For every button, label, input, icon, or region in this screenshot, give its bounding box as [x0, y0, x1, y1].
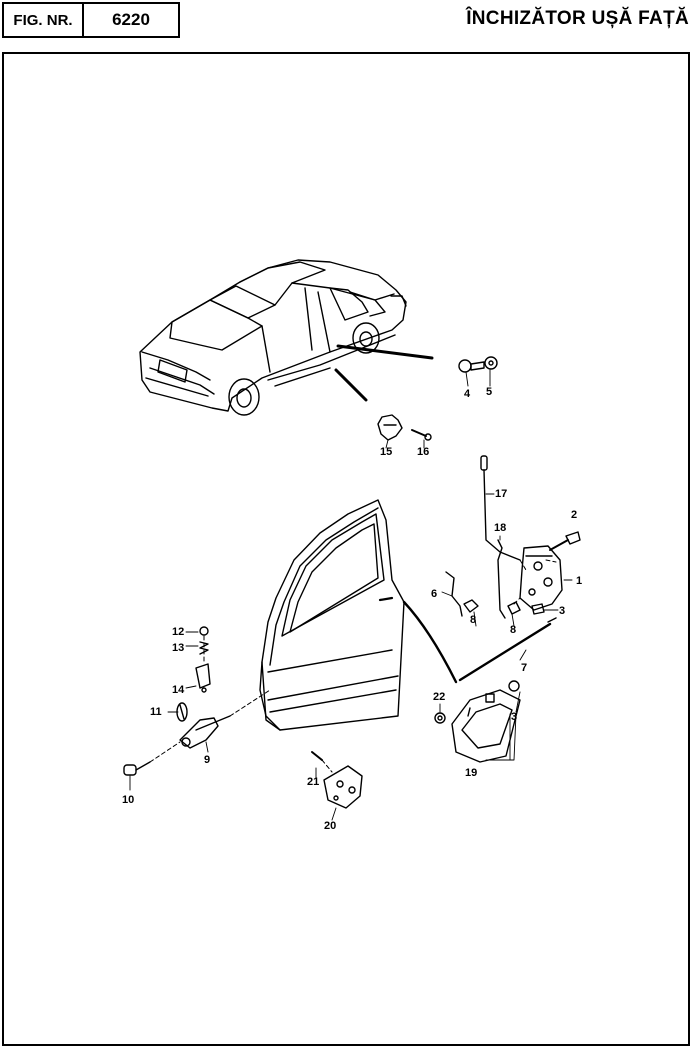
part-5-washer	[484, 356, 498, 370]
fig-label: FIG. NR.	[4, 4, 84, 36]
part-16-screw	[411, 429, 432, 441]
callout-16: 16	[417, 446, 429, 458]
callout-3-upper: 3	[559, 605, 565, 617]
part-3-clip-upper	[531, 603, 545, 615]
callout-1: 1	[576, 575, 582, 587]
callout-5: 5	[486, 386, 492, 398]
part-18-rod	[497, 539, 506, 619]
callout-13: 13	[172, 642, 184, 654]
callout-15: 15	[380, 446, 392, 458]
callout-11: 11	[150, 706, 162, 718]
part-19-inner-handle	[451, 689, 521, 763]
part-17-lock-rod	[480, 455, 521, 561]
figure-number-box: FIG. NR. 6220	[2, 2, 180, 38]
part-2-screw	[549, 531, 581, 551]
fig-number: 6220	[112, 10, 150, 29]
part-9-outside-handle	[179, 715, 231, 749]
part-12-cap	[199, 626, 209, 636]
part-10-lock-cylinder	[123, 761, 151, 776]
callout-18: 18	[494, 522, 506, 534]
part-21-screw	[311, 751, 323, 761]
callout-21: 21	[307, 776, 319, 788]
diagram-frame	[2, 52, 690, 1046]
callout-17: 17	[495, 488, 507, 500]
callout-19: 19	[465, 767, 477, 779]
part-11-seal	[176, 702, 188, 722]
part-1-door-latch	[519, 545, 563, 611]
callout-9: 9	[204, 754, 210, 766]
page-title: ÎNCHIZĂTOR UȘĂ FAȚĂ	[466, 8, 689, 29]
callout-8-right: 8	[510, 624, 516, 636]
callout-3-lower: 3	[511, 711, 517, 723]
callout-20: 20	[324, 820, 336, 832]
callout-12: 12	[172, 626, 184, 638]
callout-14: 14	[172, 684, 185, 696]
door-shell	[259, 499, 405, 731]
callout-leaders	[129, 369, 573, 821]
part-8-clip-left	[463, 599, 479, 613]
part-4-bolt	[458, 359, 485, 373]
callout-6: 6	[431, 588, 437, 600]
part-22-nut	[434, 712, 446, 724]
callout-4: 4	[464, 388, 471, 400]
callout-10: 10	[122, 794, 134, 806]
part-7-cable	[402, 600, 557, 684]
callout-22: 22	[433, 691, 445, 703]
callout-7: 7	[521, 662, 527, 674]
part-8-clip-right	[507, 601, 521, 615]
part-13-spring	[199, 641, 209, 655]
callout-8-left: 8	[470, 614, 476, 626]
car-illustration	[139, 259, 434, 416]
part-15-striker	[377, 414, 403, 441]
part-6-rod	[445, 571, 463, 617]
part-20-hinge	[323, 765, 363, 809]
callout-2: 2	[571, 509, 577, 521]
assembly-lines	[149, 559, 557, 773]
part-3-clip-lower	[508, 680, 520, 692]
part-14-bracket	[195, 663, 211, 693]
